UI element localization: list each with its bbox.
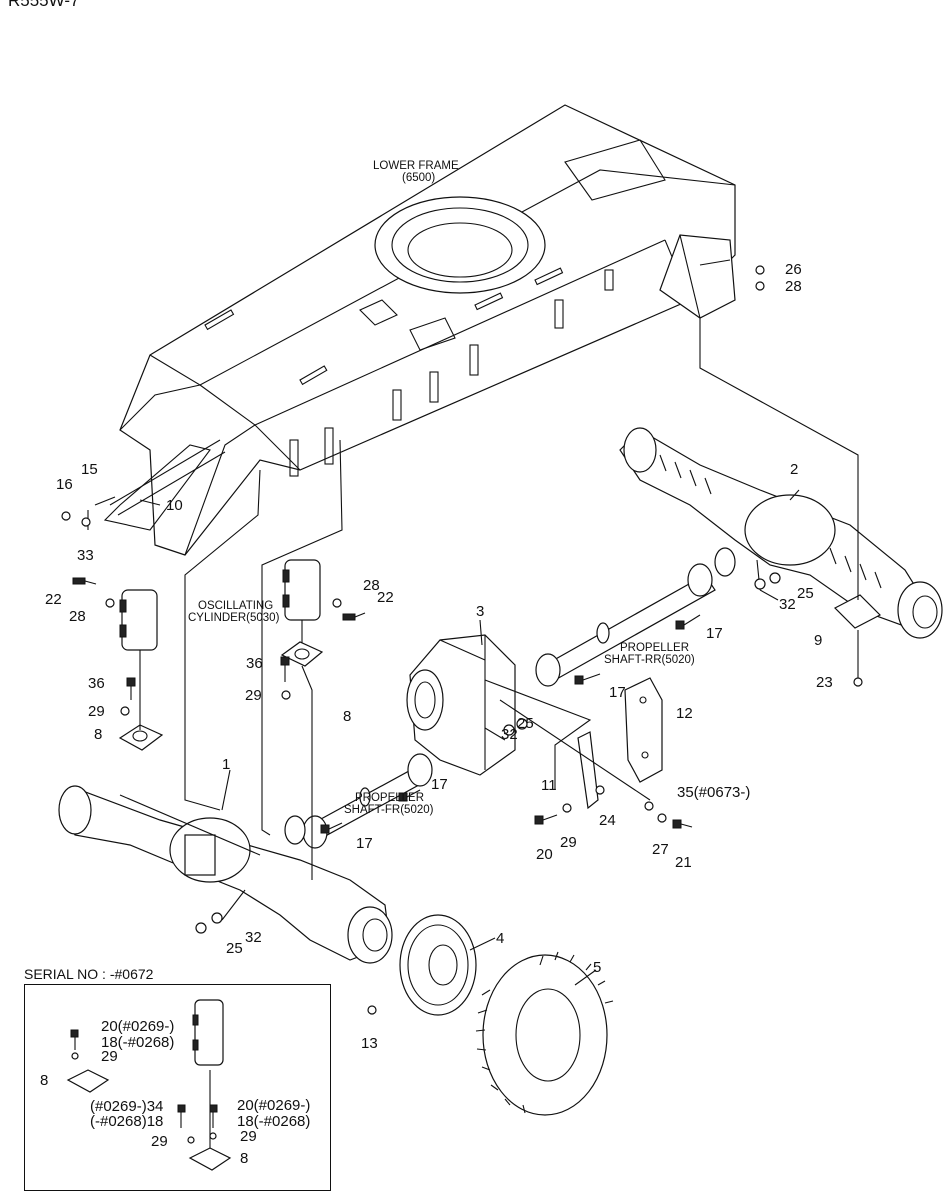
callout-28-frame: 28 — [785, 278, 802, 295]
callout-25-front: 25 — [226, 940, 243, 957]
hardware-drawing — [61, 265, 781, 1015]
callout-22-left: 22 — [45, 591, 62, 608]
callout-16: 16 — [56, 476, 73, 493]
callout-10: 10 — [166, 497, 183, 514]
callout-4: 4 — [496, 930, 505, 947]
callout-25-rear: 25 — [797, 585, 814, 602]
propeller-shaft-rr-drawing — [535, 547, 736, 687]
callout-27: 27 — [652, 841, 669, 858]
callout-17-fr: 17 — [431, 776, 448, 793]
callout-35: 35(#0673-) — [677, 784, 751, 801]
serial-callout-18-left: (-#0268)18 — [90, 1113, 164, 1130]
callout-20: 20 — [536, 846, 553, 863]
callout-36-left: 36 — [88, 675, 105, 692]
oscillating-cylinder-left-drawing — [118, 589, 164, 751]
model-number: R555W-7 — [8, 0, 80, 10]
callout-8-center: 8 — [343, 708, 352, 725]
callout-17-rr: 17 — [706, 625, 723, 642]
callout-26: 26 — [785, 261, 802, 278]
serial-callout-20-right: 20(#0269-) — [237, 1097, 311, 1114]
callout-1: 1 — [222, 756, 231, 773]
serial-callout-29-left: 29 — [151, 1133, 168, 1150]
callout-22-center: 22 — [377, 589, 394, 606]
serial-inset-drawing — [66, 999, 232, 1171]
lower-frame-label: LOWER FRAME — [373, 160, 459, 172]
lower-frame-drawing — [103, 104, 736, 556]
propeller-shaft-fr-label: PROPELLER — [355, 792, 425, 804]
propeller-shaft-fr-drawing — [284, 753, 433, 849]
callout-11: 11 — [541, 777, 557, 794]
frame-slots — [204, 267, 614, 477]
rear-axle-drawing — [619, 427, 943, 687]
callout-17-axle: 17 — [356, 835, 373, 852]
front-axle-drawing — [58, 785, 393, 964]
callout-12: 12 — [676, 705, 693, 722]
propeller-shaft-fr-code: SHAFT-FR(5020) — [344, 804, 434, 816]
callout-24: 24 — [599, 812, 616, 829]
bracket-drawing — [577, 677, 663, 810]
callout-28-left: 28 — [69, 608, 86, 625]
callout-23: 23 — [816, 674, 833, 691]
propeller-shaft-rr-code: SHAFT-RR(5020) — [604, 654, 695, 666]
serial-callout-18-top: 18(-#0268) — [101, 1034, 175, 1051]
transmission-drawing — [406, 634, 516, 776]
callout-32-trans: 32 — [501, 726, 518, 743]
serial-callout-29-top: 29 — [101, 1048, 118, 1065]
callout-5: 5 — [593, 959, 602, 976]
oscillating-cylinder-center-drawing — [280, 559, 324, 667]
callout-33: 33 — [77, 547, 94, 564]
callout-21: 21 — [675, 854, 692, 871]
rim-drawing — [399, 914, 477, 1016]
callout-29-center: 29 — [245, 687, 262, 704]
callout-17-trans: 17 — [609, 684, 626, 701]
serial-callout-29-right: 29 — [240, 1128, 257, 1145]
callout-32-rear: 32 — [779, 596, 796, 613]
callout-13: 13 — [361, 1035, 378, 1052]
lower-frame-code: (6500) — [402, 172, 436, 184]
oscillating-cylinder-label: OSCILLATING — [198, 600, 274, 612]
callout-8-left: 8 — [94, 726, 103, 743]
callout-3: 3 — [476, 603, 485, 620]
serial-inset-box — [24, 984, 331, 1191]
callout-29-bracket: 29 — [560, 834, 577, 851]
leader-lines — [87, 318, 859, 1152]
callout-36-center: 36 — [246, 655, 263, 672]
serial-no-title: SERIAL NO : -#0672 — [24, 966, 154, 982]
oscillating-cylinder-code: CYLINDER(5030) — [188, 612, 280, 624]
callout-28-center: 28 — [363, 577, 380, 594]
callout-29-left: 29 — [88, 703, 105, 720]
serial-callout-8-left: 8 — [40, 1072, 49, 1089]
callout-9: 9 — [814, 632, 823, 649]
serial-callout-20-top: 20(#0269-) — [101, 1018, 175, 1035]
serial-callout-8-bottom: 8 — [240, 1150, 249, 1167]
tire-drawing — [475, 951, 614, 1116]
serial-callout-18-right: 18(-#0268) — [237, 1113, 311, 1130]
serial-callout-34: (#0269-)34 — [90, 1098, 164, 1115]
callout-15: 15 — [81, 461, 98, 478]
propeller-shaft-rr-label: PROPELLER — [620, 642, 690, 654]
callout-25-trans: 25 — [517, 715, 534, 732]
callout-2: 2 — [790, 461, 799, 478]
callout-32-front: 32 — [245, 929, 262, 946]
